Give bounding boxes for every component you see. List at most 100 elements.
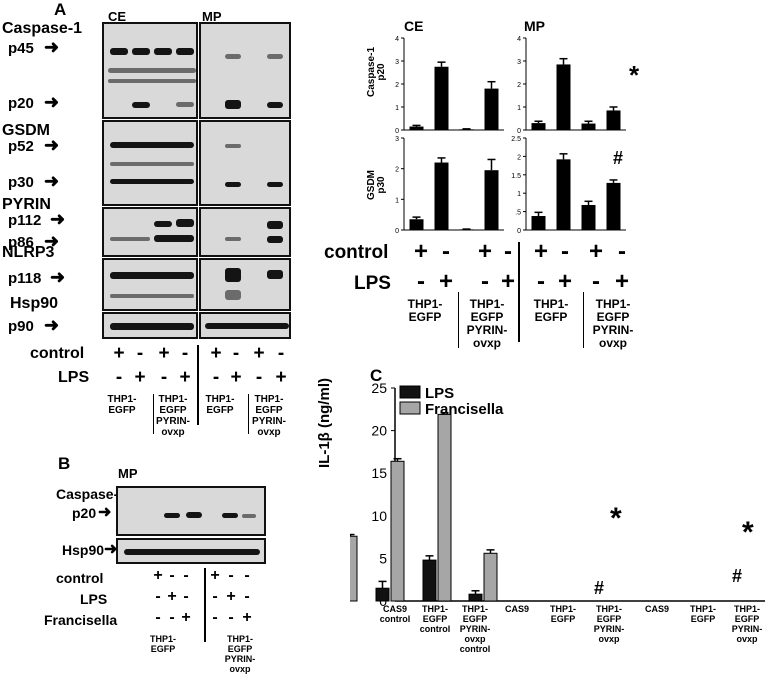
treatment-sign: - [155, 609, 161, 626]
bar [390, 460, 405, 602]
blot-gsdm-mp [199, 120, 291, 206]
treatment-sign: - [244, 567, 250, 584]
group-label: THP1- EGFP [407, 297, 443, 324]
group-divider [518, 242, 520, 342]
y-tick-label: 25 [371, 380, 387, 396]
row-label-lps: LPS [58, 369, 90, 386]
panel-c-chart: 0510152025LPSFrancisella [350, 380, 765, 609]
treatment-sign: - [561, 238, 569, 265]
arrow-icon: ➜ [44, 315, 60, 335]
treatment-sign: - [212, 367, 220, 388]
treatment-sign: + [181, 609, 191, 626]
bar [483, 552, 498, 602]
group-label: THP1- EGFP [107, 394, 137, 416]
treatment-sign: + [134, 367, 146, 388]
band-label-hsp90-b: Hsp90 [62, 542, 105, 558]
y-tick-label: 20 [371, 423, 387, 439]
group-label: THP1- EGFP [149, 634, 176, 654]
bar [606, 182, 621, 230]
arrow-icon: ➜ [104, 541, 118, 558]
bar [531, 123, 546, 130]
treatment-sign: - [255, 367, 263, 388]
legend-label: LPS [425, 385, 454, 402]
arrow-icon: ➜ [98, 504, 112, 521]
bar [422, 559, 437, 602]
bar [484, 88, 499, 130]
y-tick-label: 4 [395, 36, 399, 43]
significance-hash: # [594, 578, 605, 598]
group-label: THP1- EGFP PYRIN- ovxp [156, 394, 190, 438]
group-label: THP1- EGFP PYRIN- ovxp control [459, 604, 491, 654]
blot-pyrin-ce [102, 207, 198, 257]
group-label: THP1- EGFP PYRIN- ovxp [593, 604, 625, 644]
group-divider [197, 345, 199, 425]
significance-hash: # [613, 148, 624, 168]
band-label-p86: p86 [8, 234, 34, 251]
blot-caspase1-ce [102, 22, 198, 119]
protein-label-caspase1-b: Caspase-1 [56, 486, 127, 502]
treatment-sign: - [277, 343, 285, 364]
treatment-sign: - [136, 343, 144, 364]
treatment-sign: + [210, 343, 222, 364]
y-tick-label: 10 [371, 508, 387, 524]
treatment-sign: + [253, 343, 265, 364]
blot-header-ce: CE [108, 9, 127, 24]
y-tick-label: 1 [395, 197, 399, 204]
legend-label: Francisella [425, 401, 504, 418]
treatment-sign: - [592, 268, 600, 295]
ylabel-il1b: IL-1β (ng/ml) [316, 378, 333, 468]
y-tick-label: 0 [395, 128, 399, 135]
bar [531, 216, 546, 230]
band-label-p118: p118 [8, 270, 42, 287]
protein-label-nlrp3: NLRP3 [2, 244, 55, 261]
bars-header-ce: CE [404, 18, 424, 34]
group-label: THP1- EGFP PYRIN- ovxp [224, 634, 256, 674]
blot-hsp90-mp [199, 312, 291, 339]
legend-swatch [399, 401, 421, 415]
treatment-sign: + [153, 567, 163, 584]
bar [434, 66, 449, 130]
treatment-sign: + [438, 268, 453, 295]
y-tick-label: 3 [395, 136, 399, 143]
panel-a-label: A [54, 0, 67, 19]
row-label-control: control [30, 345, 85, 362]
band-label-p90: p90 [8, 318, 34, 335]
treatment-sign: - [183, 588, 189, 605]
treatment-sign: + [588, 238, 603, 265]
blot-nlrp3-ce [102, 258, 198, 311]
treatment-sign: - [155, 588, 161, 605]
treatment-sign: - [537, 268, 545, 295]
y-tick-label: 3 [517, 59, 521, 66]
arrow-icon: ➜ [44, 92, 60, 112]
bar [581, 123, 596, 130]
bars-row-label-control: control [324, 242, 389, 263]
bar [437, 413, 452, 602]
blot-hsp90-ce [102, 312, 198, 339]
panel-b-label: B [58, 454, 71, 473]
treatment-sign: - [169, 567, 175, 584]
y-tick-label: 2 [395, 82, 399, 89]
arrow-icon: ➜ [44, 135, 60, 155]
treatment-sign: - [212, 609, 218, 626]
bar [468, 593, 483, 602]
band-label-p20: p20 [8, 95, 34, 112]
treatment-sign: + [179, 367, 191, 388]
treatment-sign: - [181, 343, 189, 364]
y-tick-label: 2 [517, 154, 521, 161]
treatment-sign: + [226, 588, 236, 605]
significance-star: * [629, 60, 640, 90]
treatment-sign: - [228, 609, 234, 626]
treatment-sign: - [228, 567, 234, 584]
treatment-sign: + [230, 367, 242, 388]
arrow-icon: ➜ [50, 209, 66, 229]
treatment-sign: + [113, 343, 125, 364]
y-tick-label: 1 [517, 105, 521, 112]
bars-header-mp: MP [524, 18, 545, 34]
treatment-sign: - [417, 268, 425, 295]
blot-header-mp: MP [202, 9, 222, 24]
arrow-icon: ➜ [50, 267, 66, 287]
protein-label-pyrin: PYRIN [2, 196, 51, 213]
band-label-p112: p112 [8, 212, 42, 229]
bar [409, 126, 424, 130]
